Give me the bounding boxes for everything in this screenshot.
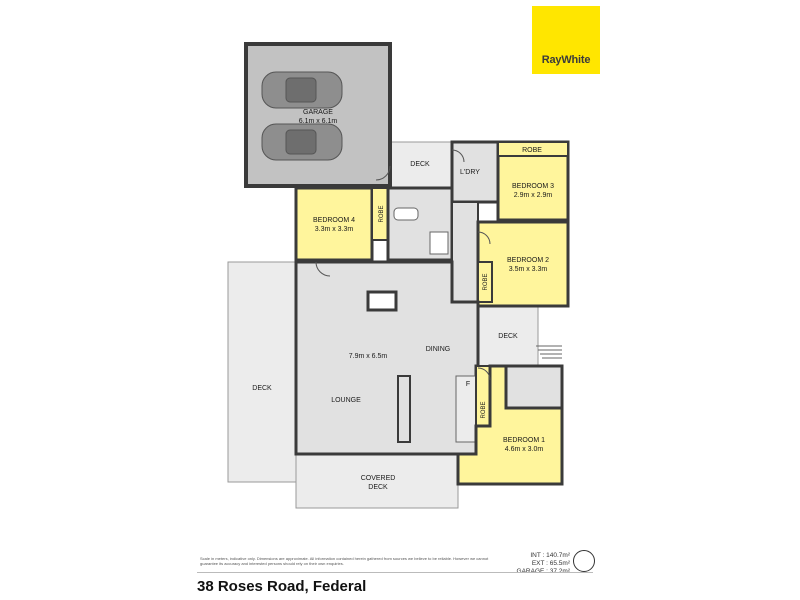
door-swings: [315, 149, 491, 381]
bedroom1-size: 4.6m x 3.0m: [505, 446, 544, 453]
bedroom1-room: [456, 364, 564, 486]
deck-left-area: [227, 261, 297, 483]
garage-room: [244, 42, 392, 188]
robe-b4-label: ROBE: [379, 205, 385, 222]
robe-b1-label: ROBE: [481, 401, 487, 418]
bedroom3-label: BEDROOM 3: [512, 183, 554, 190]
bedroom4-size: 3.3m x 3.3m: [315, 226, 354, 233]
robe-b2-label: ROBE: [483, 273, 489, 290]
bedroom4-label: BEDROOM 4: [313, 217, 355, 224]
raywhite-logo-text: RayWhite: [541, 54, 591, 66]
bath-icon: [393, 207, 419, 221]
ext-area: EXT : 65.5m²: [531, 560, 570, 567]
covered-deck-label-2: DECK: [368, 484, 388, 491]
steps-icon: [536, 345, 562, 359]
garage-size: 6.1m x 6.1m: [299, 118, 338, 125]
garage-label: GARAGE: [303, 109, 333, 116]
laundry-label: L'DRY: [460, 169, 480, 176]
dining-label: DINING: [426, 346, 451, 353]
footer-divider: [197, 572, 593, 573]
compass-icon: [573, 550, 595, 572]
disclaimer-text: Scale in meters, indicative only. Dimens…: [200, 556, 489, 566]
lounge-label: LOUNGE: [331, 397, 361, 404]
garage-area: GARAGE : 37.2m²: [486, 568, 570, 576]
covered-deck-label-1: COVERED: [361, 475, 396, 482]
deck-top-label: DECK: [410, 161, 430, 168]
hall-area: [451, 201, 479, 303]
bedroom1-label: BEDROOM 1: [503, 437, 545, 444]
laundry-room: [450, 140, 500, 204]
bedroom4-room: [294, 186, 374, 262]
fridge-label: F: [466, 381, 470, 388]
robe-top-area: [497, 141, 569, 157]
robe-b2-area: [477, 261, 493, 303]
deck-right-label: DECK: [498, 333, 518, 340]
bedroom3-size: 2.9m x 2.9m: [514, 192, 553, 199]
car-icon-2: [261, 123, 343, 161]
kitchen-bench: [397, 375, 411, 443]
raywhite-logo: RayWhite: [532, 6, 600, 74]
bedroom2-label: BEDROOM 2: [507, 257, 549, 264]
car-icon-1: [261, 71, 343, 109]
deck-left-label: DECK: [252, 385, 272, 392]
living-size: 7.9m x 6.5m: [349, 353, 388, 360]
int-area: INT : 140.7m²: [530, 552, 570, 559]
property-address: 38 Roses Road, Federal: [197, 578, 367, 595]
area-summary: INT : 140.7m² EXT : 65.5m² GARAGE : 37.2…: [486, 552, 570, 576]
bedroom2-size: 3.5m x 3.3m: [509, 266, 548, 273]
ensuite-area: [504, 364, 564, 410]
fireplace: [366, 290, 398, 312]
shower-icon: [429, 231, 449, 255]
robe-top-label: ROBE: [522, 147, 542, 154]
